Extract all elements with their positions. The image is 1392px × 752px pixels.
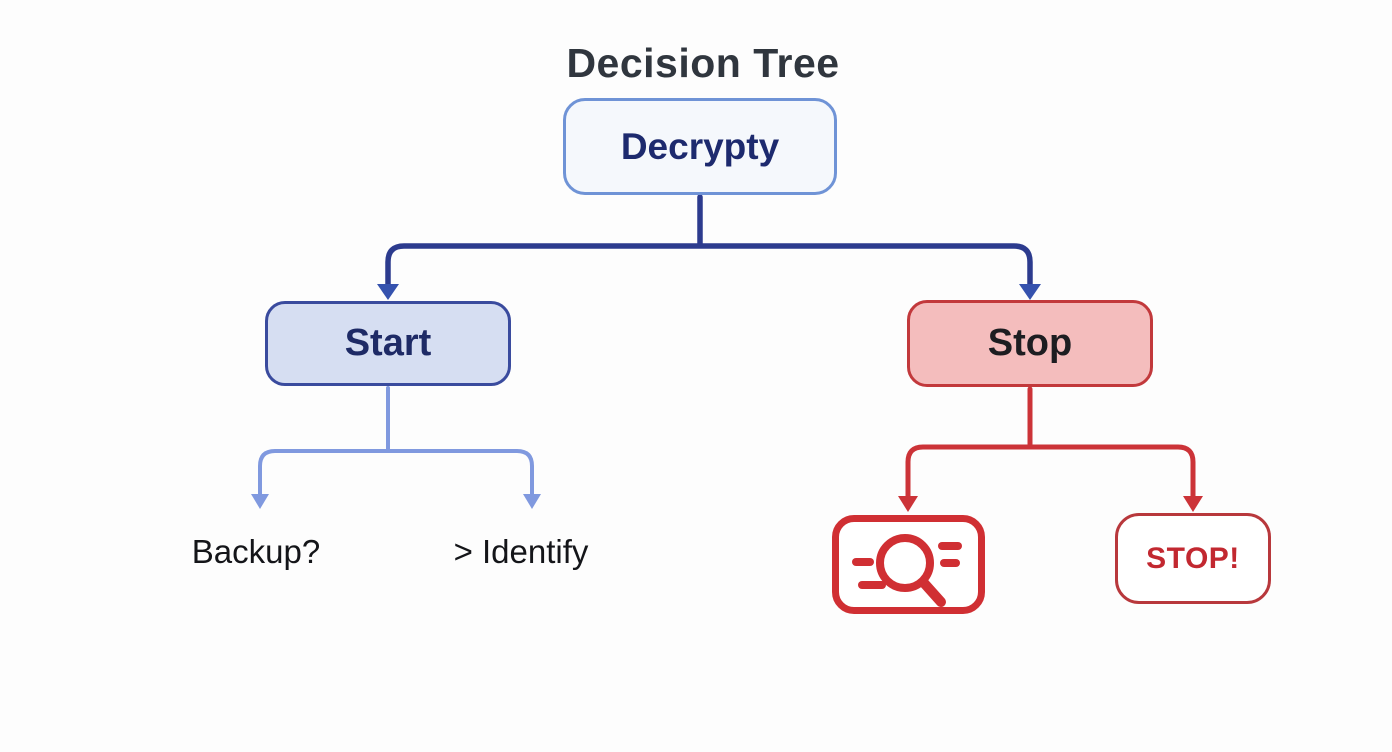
- leaf-identify: > Identify: [453, 533, 589, 570]
- edge-stop-branch: [905, 444, 1196, 501]
- search-icon: [852, 534, 962, 607]
- node-start: Start: [265, 301, 511, 386]
- arrowhead-to-stopleaf: [1183, 496, 1203, 512]
- node-stop-leaf: STOP!: [1115, 513, 1271, 604]
- diagram-title: Decision Tree: [566, 40, 840, 86]
- arrowhead-to-identify: [523, 494, 541, 509]
- node-stop: Stop: [907, 300, 1153, 387]
- node-decrypty: Decrypty: [563, 98, 837, 195]
- node-stop-leaf-label: STOP!: [1146, 541, 1240, 575]
- arrowhead-to-search: [898, 496, 918, 512]
- node-start-label: Start: [344, 322, 432, 364]
- edge-start-branch: [258, 449, 534, 498]
- arrowhead-to-start: [377, 284, 399, 300]
- arrowhead-to-stop: [1019, 284, 1041, 300]
- node-stop-label: Stop: [987, 322, 1073, 364]
- arrowhead-to-backup: [251, 494, 269, 509]
- edge-root-branch: [385, 243, 1033, 291]
- node-search: [832, 515, 985, 614]
- leaf-backup: Backup?: [191, 533, 321, 570]
- node-decrypty-label: Decrypty: [620, 125, 780, 167]
